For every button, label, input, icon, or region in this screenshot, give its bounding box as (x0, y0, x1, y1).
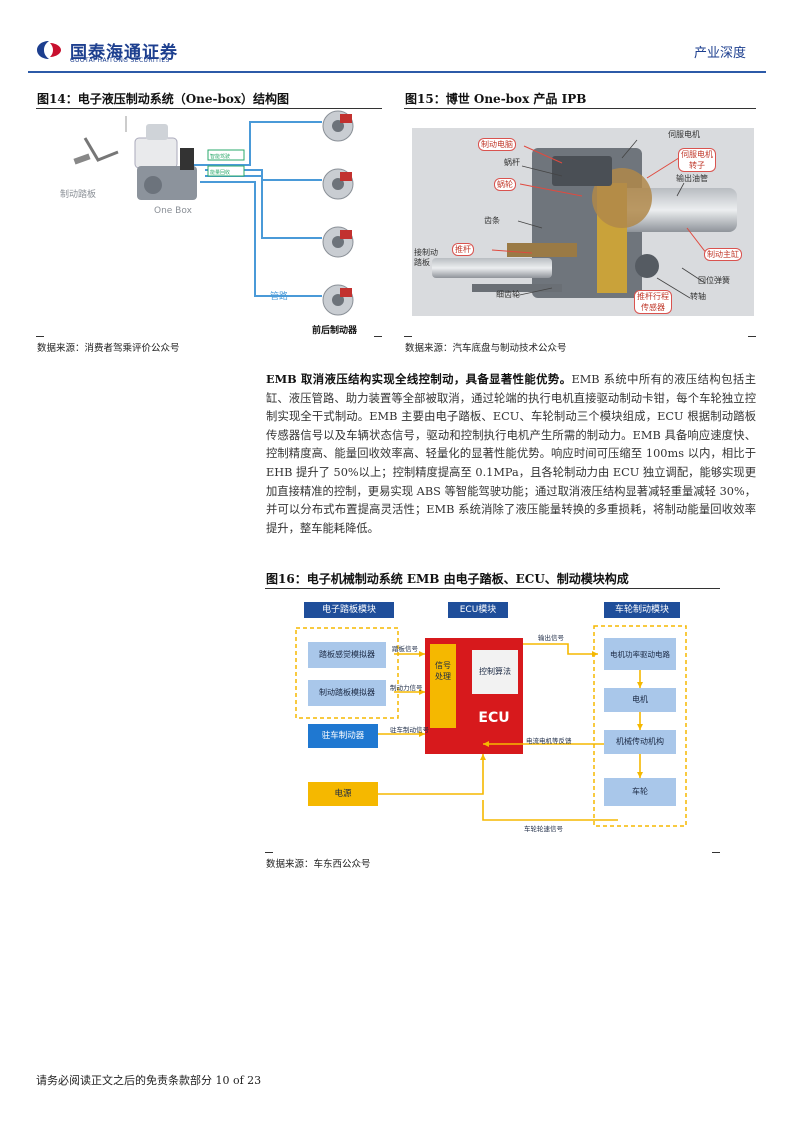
emb-paragraph: EMB 取消液压结构实现全线控制动，具备显著性能优势。EMB 系统中所有的液压结… (266, 370, 756, 538)
module-header-ecu: ECU模块 (448, 602, 508, 618)
ipb-label-brake-master: 制动主缸 (704, 248, 742, 261)
onebox-unit-icon (134, 124, 197, 200)
ipb-label-gear: 细齿轮 (496, 290, 520, 299)
fig14-diagram (73, 110, 354, 316)
emb-diagram: 电子踏板模块 ECU模块 车轮制动模块 踏板感觉模拟器 制动踏板模拟器 驻车制动… (268, 594, 720, 846)
ipb-label-push-rod: 推杆 (452, 243, 474, 256)
module-header-wheel: 车轮制动模块 (604, 602, 680, 618)
arrow-label-parking-signal: 驻车制动信号 (390, 726, 429, 734)
ecu-signal-processing: 信号处理 (435, 661, 451, 681)
ipb-label-servo-rotor: 伺服电机 转子 (678, 148, 716, 172)
fig14-pipe-label: 管路 (270, 292, 289, 302)
fig14-brakes-label: 前后制动器 (312, 326, 358, 336)
arrow-label-pedal-signal: 踏板信号 (392, 645, 418, 653)
fig14-title-rule (36, 108, 382, 109)
ipb-label-worm: 蜗杆 (504, 158, 520, 167)
brake-disc-icon (322, 284, 354, 316)
fig14-source: 数据来源：消费者驾乘评价公众号 (37, 343, 180, 354)
motor-power-drive-label: 电机功率驱动电路 (610, 649, 670, 659)
fig14-box1-label: 智能驾驶 (210, 154, 231, 160)
ipb-label-servo-motor: 伺服电机 (668, 130, 700, 139)
ecu-control-algorithm: 控制算法 (479, 667, 511, 676)
fig14-pedal-label: 制动踏板 (60, 190, 97, 200)
ipb-label-worm-wheel: 蜗轮 (494, 178, 516, 191)
fig15-title: 图15：博世 One-box 产品 IPB (405, 92, 587, 106)
ipb-label-rack: 齿条 (484, 216, 500, 225)
pedal-feel-simulator-box: 踏板感觉模拟器 (308, 642, 386, 668)
emb-paragraph-body: EMB 系统中所有的液压结构包括主缸、液压管路、助力装置等全部被取消，通过轮端的… (266, 373, 756, 535)
brake-disc-icon (322, 168, 354, 200)
module-header-pedal: 电子踏板模块 (304, 602, 394, 618)
mechanical-transmission-box: 机械传动机构 (604, 730, 676, 754)
arrow-label-wheel-speed: 车轮轮速信号 (524, 825, 563, 833)
motor-box: 电机 (604, 688, 676, 712)
brake-disc-icon (322, 110, 354, 142)
fig16-title-rule (265, 588, 720, 589)
fig14-box2-label: 能量回收 (210, 170, 231, 176)
fig14-title: 图14：电子液压制动系统（One-box）结构图 (37, 92, 290, 106)
brake-pedal-icon (73, 116, 127, 165)
brake-pedal-simulator-box: 制动踏板模拟器 (308, 680, 386, 706)
arrow-label-feedback: 电流电机等反馈 (526, 737, 572, 745)
motor-power-drive-box: 电机功率驱动电路 (604, 638, 676, 670)
ipb-label-shaft: 转轴 (690, 292, 706, 301)
ipb-product-photo: 制动电脑 蜗杆 蜗轮 伺服电机 伺服电机 转子 输出油管 齿条 制动主缸 接制动… (412, 128, 754, 316)
power-source-box: 电源 (308, 782, 378, 806)
page-footer: 请务必阅读正文之后的免责条款部分 10 of 23 (36, 1074, 262, 1087)
fig16-title: 图16：电子机械制动系统 EMB 由电子踏板、ECU、制动模块构成 (266, 572, 629, 586)
ecu-label: ECU (478, 710, 510, 726)
brake-disc-icon (322, 226, 354, 258)
company-name-en: GUOTAI HAITONG SECURITIES (70, 57, 170, 64)
fig14-onebox-label: One Box (154, 206, 192, 216)
ipb-label-stroke-sensor: 推杆行程 传感器 (634, 290, 672, 314)
fig16-source: 数据来源：车东西公众号 (266, 859, 371, 870)
fig15-source: 数据来源：汽车底盘与制动技术公众号 (405, 343, 567, 354)
report-category: 产业深度 (694, 46, 747, 61)
ipb-label-oil-out: 输出油管 (676, 174, 708, 183)
company-name: 国泰海通证券 (70, 43, 178, 63)
fig15-title-rule (404, 108, 756, 109)
arrow-label-brake-force: 制动力信号 (390, 684, 423, 692)
ipb-label-motor-control: 制动电脑 (478, 138, 516, 151)
emb-paragraph-lead: EMB 取消液压结构实现全线控制动，具备显著性能优势。 (266, 372, 572, 386)
wheel-box: 车轮 (604, 778, 676, 806)
ipb-label-return-spring: 回位弹簧 (698, 276, 730, 285)
company-logo-icon (37, 41, 61, 59)
arrow-label-output: 输出信号 (538, 634, 564, 642)
ipb-label-pedal-link: 接制动 踏板 (414, 248, 438, 267)
header-rule (28, 71, 766, 73)
parking-brake-box: 驻车制动器 (308, 724, 378, 748)
